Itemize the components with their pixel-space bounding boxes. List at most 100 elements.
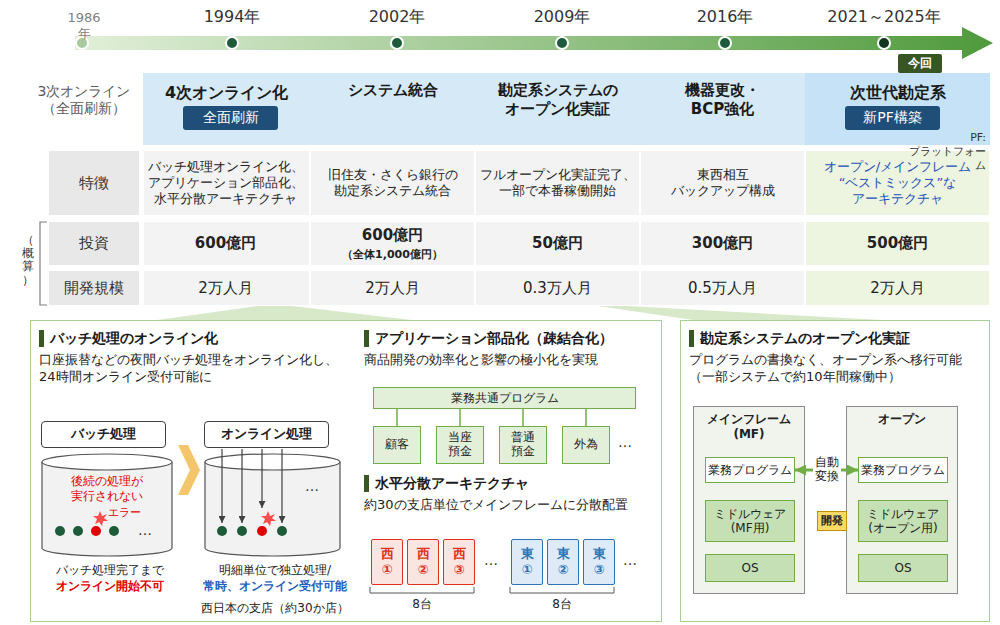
phase-header: 4次オンライン化全面刷新	[143, 73, 310, 145]
timeline-arrow	[75, 27, 993, 59]
connector	[522, 409, 524, 426]
node-text: 西 ①	[376, 546, 398, 577]
table-cell: 600億円	[312, 221, 473, 249]
cylinder-top	[42, 454, 172, 470]
count-bracket	[510, 587, 614, 593]
node-text: 東 ③	[588, 546, 610, 577]
server-box: 西 ②	[407, 539, 439, 585]
table-cell-bg	[48, 221, 140, 266]
module-box: 当座 預金	[436, 426, 484, 464]
record-dot	[55, 526, 65, 536]
module-box: 顧客	[373, 426, 421, 464]
caption: 明細単位で独立処理/	[190, 562, 360, 578]
table-cell-bg	[640, 270, 805, 306]
node-text: 当座 預金	[439, 431, 481, 459]
module-box: 外為	[562, 426, 610, 464]
caption: 常時、オンライン受付可能	[188, 578, 362, 594]
timeline-dot	[391, 37, 403, 49]
table-cell: オープン/メインフレーム “ベストミックス”な アーキテクチャ	[807, 150, 988, 216]
phase-header: システム統合	[310, 73, 475, 145]
error-label: エラー	[108, 506, 148, 520]
server-box: 東 ③	[583, 539, 615, 585]
ellipsis: …	[300, 478, 324, 496]
record-dot	[277, 526, 287, 536]
year: 2009年	[522, 6, 602, 28]
transition-chevron	[178, 445, 200, 495]
caption: バッチ処理完了まで	[30, 562, 190, 578]
online-arrows	[222, 449, 282, 523]
node-text: 西 ③	[448, 546, 470, 577]
ellipsis: …	[135, 522, 155, 540]
timeline-dots	[76, 37, 890, 49]
phase-badge: 全面刷新	[183, 106, 278, 130]
row-header: 特徴	[48, 150, 140, 216]
module-box: 普通 預金	[499, 426, 547, 464]
vertical-note: （概算）	[20, 234, 36, 294]
process-arrow	[261, 449, 262, 508]
table-cell: フルオープン化実証完了、 一部で本番稼働開始	[477, 150, 638, 216]
node-text: 次世代勘定系	[850, 83, 946, 103]
year: 1986年	[62, 10, 106, 43]
note: 後続の処理が 実行されない	[57, 474, 157, 504]
node-text: 東 ①	[516, 546, 538, 577]
section-heading: 勘定系システムのオープン化実証	[689, 330, 995, 347]
process-box: オンライン処理	[204, 421, 329, 448]
section-body: 口座振替などの夜間バッチ処理をオンライン化し、 24時間オンライン受付可能に	[39, 352, 361, 386]
cylinder-top	[205, 454, 340, 470]
table-cell-bg	[143, 270, 310, 306]
node-text: 業務プログラム	[861, 463, 945, 478]
node-text: 4次オンライン化	[165, 83, 288, 103]
section-heading: アプリケーション部品化（疎結合化）	[364, 330, 670, 347]
table-cell-bg	[805, 221, 990, 266]
table-cell-bg	[143, 221, 310, 266]
phase-note: 3次オンライン （全面刷新）	[28, 78, 140, 122]
table-cell-bg	[475, 270, 640, 306]
node-text: 東 ②	[552, 546, 574, 577]
node-text: 新PF構築	[863, 109, 922, 127]
table-cell-bg	[475, 150, 640, 216]
count-bracket	[370, 587, 474, 593]
common-program-box: 業務共通プログラム	[373, 387, 636, 409]
node-text: 顧客	[385, 438, 409, 452]
table-cell: 0.5万人月	[642, 270, 803, 306]
connector	[396, 409, 398, 426]
platform-box: オープン業務プログラムミドルウェア (オープン用)OS	[846, 406, 958, 594]
count-label: 8台	[402, 596, 442, 612]
section-body: プログラムの書換なく、オープン系へ移行可能 （一部システムで約10年間稼働中）	[689, 352, 987, 386]
node-text: オンライン処理	[221, 426, 312, 442]
section-body: 約30の支店単位でメインフレームに分散配置	[364, 497, 659, 514]
cylinder	[205, 462, 340, 556]
phase-badge: 新PF構築	[845, 106, 940, 130]
node-text: ミドルウェア (オープン用)	[863, 507, 943, 536]
current-badge: 今回	[898, 54, 942, 73]
node-text: 勘定系システムの オープン化実証	[483, 81, 632, 119]
server-box: 東 ②	[547, 539, 579, 585]
error-star	[93, 511, 108, 526]
table-cell-bg	[143, 150, 310, 216]
timeline-dot	[556, 37, 568, 49]
connector	[459, 409, 461, 426]
table-grid	[48, 150, 990, 306]
phase-header: 次世代勘定系PF:プラットフォーム新PF構築	[805, 73, 990, 145]
section-body: 商品開発の効率化と影響の極小化を実現	[364, 352, 659, 369]
node-text: OS	[741, 561, 758, 575]
node-text: 全面刷新	[203, 109, 259, 127]
ellipsis: …	[617, 552, 643, 570]
record-dot	[91, 526, 101, 536]
row-header: 投資	[48, 221, 140, 266]
node-text: 西 ②	[412, 546, 434, 577]
program-box: 業務プログラム	[858, 457, 948, 483]
table-cell: 東西相互 バックアップ構成	[662, 150, 783, 216]
node-text: システム統合	[348, 81, 438, 100]
node-text: 業務プログラム	[708, 463, 792, 478]
table-cell: 50億円	[477, 221, 638, 266]
estimate-bracket	[40, 222, 47, 305]
os-box: OS	[858, 554, 948, 582]
section-heading: バッチ処理のオンライン化	[39, 330, 350, 347]
year: 2002年	[357, 6, 437, 28]
table-cell: 2万人月	[145, 270, 306, 306]
process-box: バッチ処理	[41, 421, 166, 448]
node-text: 業務共通プログラム	[451, 391, 559, 406]
ellipsis: …	[613, 434, 637, 452]
cylinder	[42, 462, 172, 556]
